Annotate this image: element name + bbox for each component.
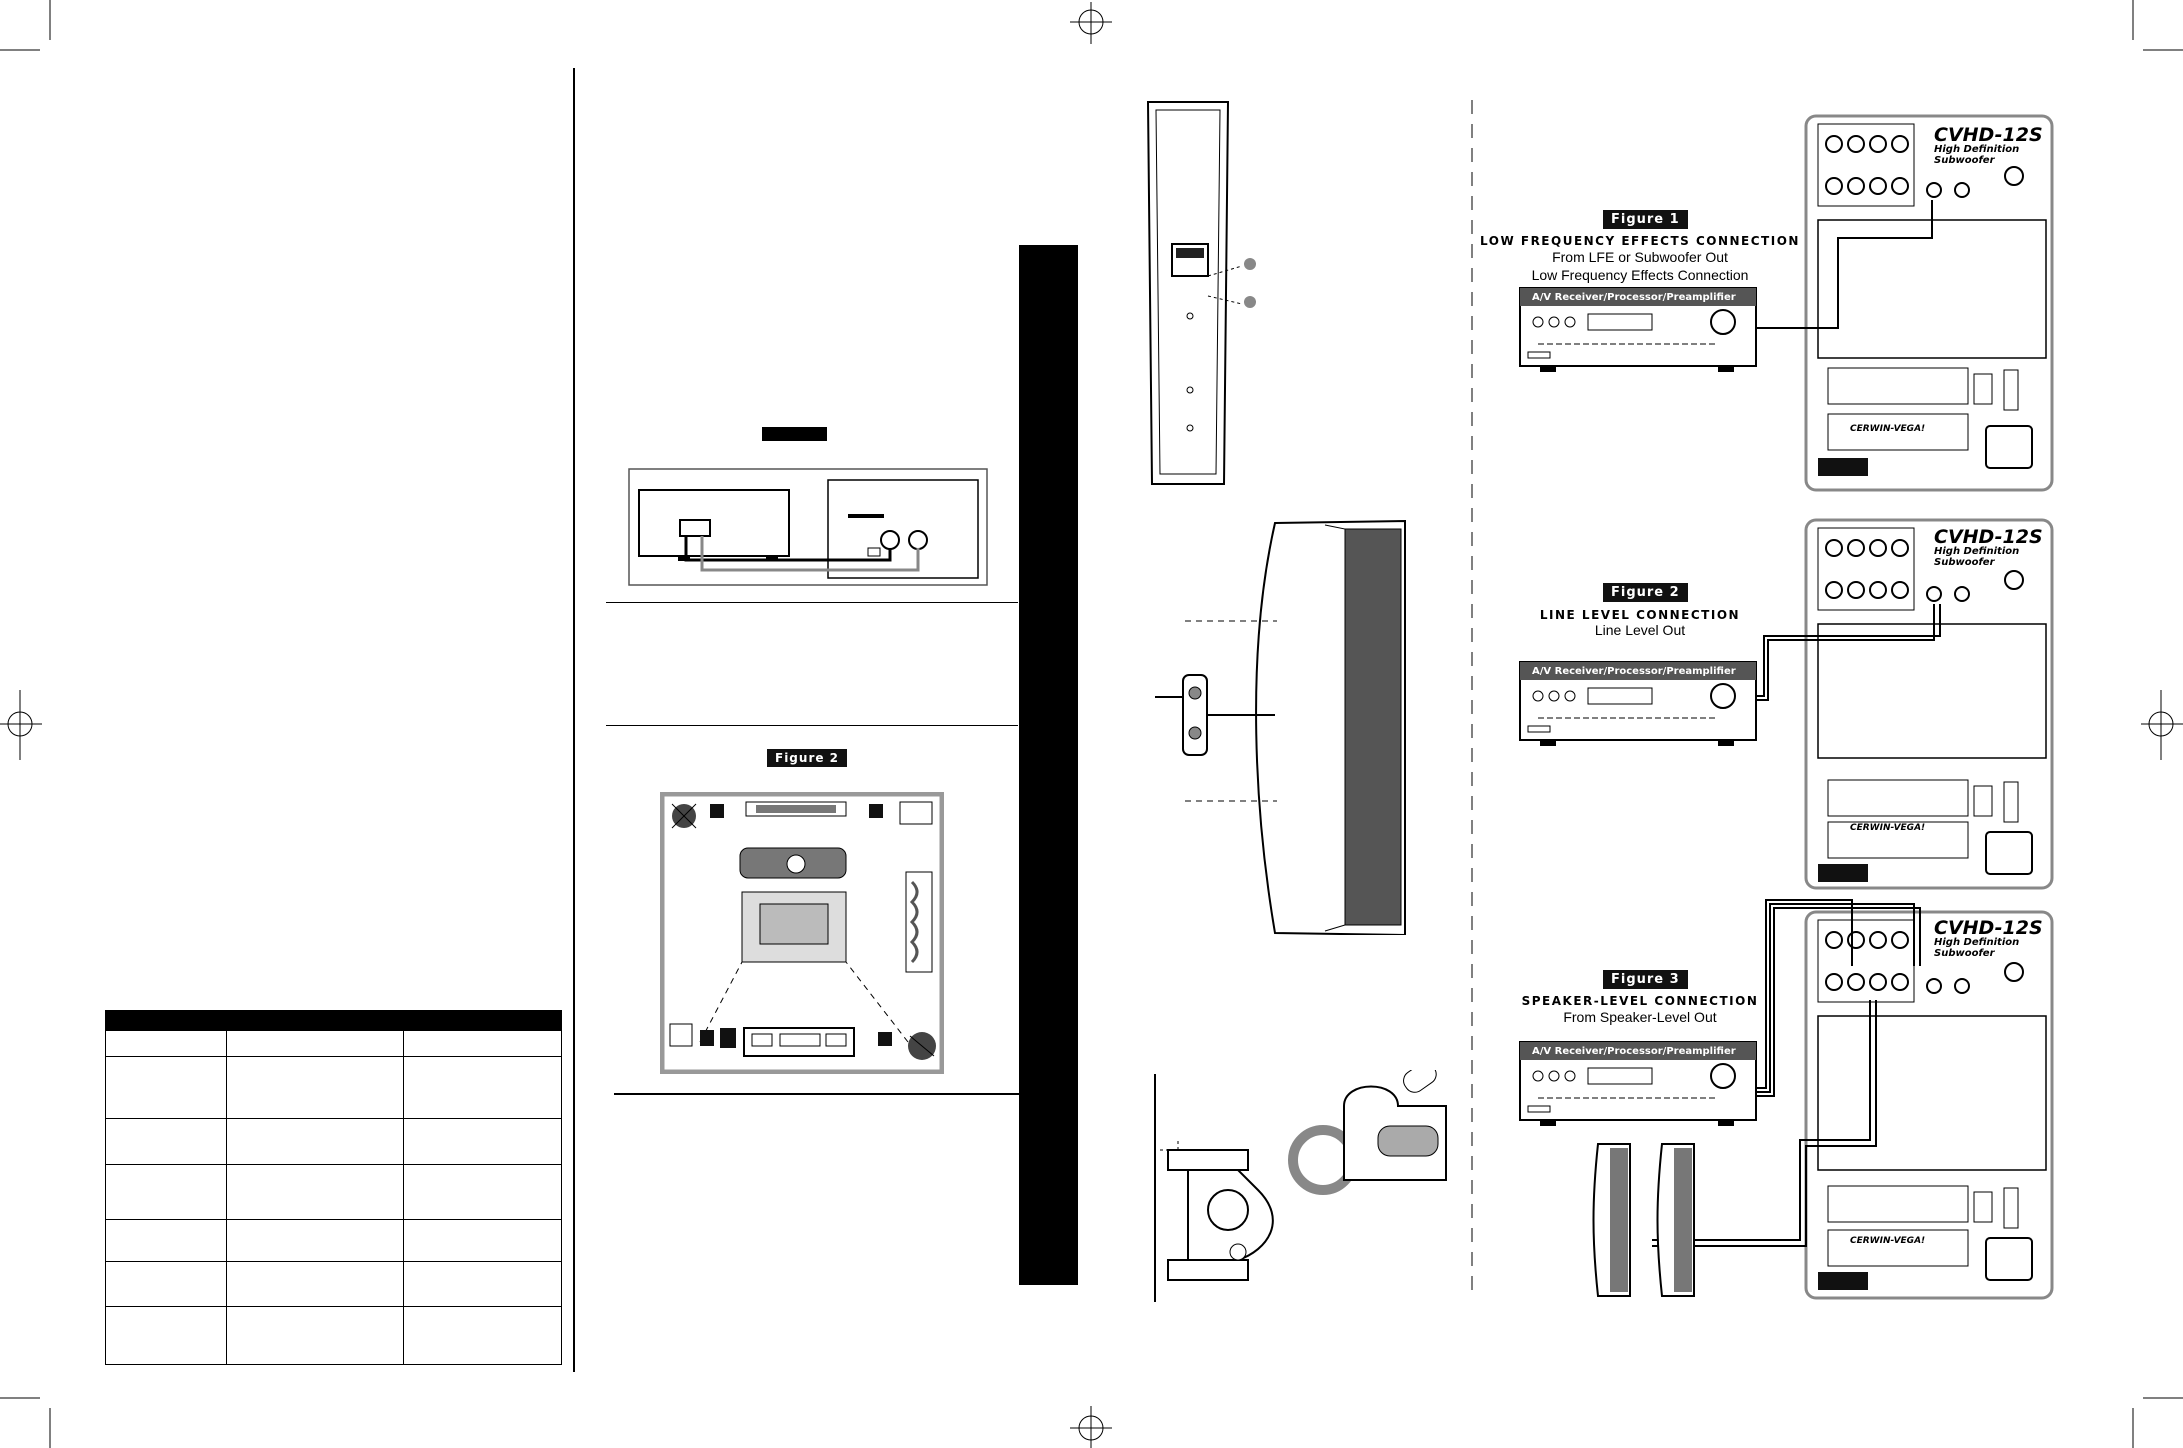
figure-subtitle: From LFE or Subwoofer Out	[1552, 249, 1728, 265]
spec-table-header-bar	[105, 1010, 562, 1030]
spec-table	[105, 1030, 562, 1365]
bracket-mount-diagram	[1154, 1070, 1447, 1302]
brand-logo: CERWIN-VEGA!	[1850, 424, 1926, 434]
receiver-label: A/V Receiver/Processor/Preamplifier	[1532, 666, 1736, 677]
subwoofer-model: CVHD-12S	[1934, 124, 2043, 146]
av-receiver-1	[1519, 287, 1757, 372]
subwoofer-subtitle: High Definition	[1934, 144, 2020, 155]
divider-line	[606, 725, 1018, 726]
figure-badge: Figure 1	[1603, 210, 1688, 229]
av-receiver-3	[1519, 1041, 1757, 1126]
receiver-label: A/V Receiver/Processor/Preamplifier	[1532, 292, 1736, 303]
subwoofer-panel-1	[1804, 114, 2054, 492]
speaker-pair	[1592, 1143, 1695, 1297]
subwoofer-subtitle: High Definition	[1934, 546, 2020, 557]
figure-badge: Figure 3	[1603, 970, 1688, 989]
divider-line	[606, 602, 1018, 603]
wiring-diagram-small	[628, 468, 988, 586]
figure-subtitle: Low Frequency Effects Connection	[1531, 267, 1749, 283]
subwoofer-subtitle: High Definition	[1934, 937, 2020, 948]
figure-subtitle: From Speaker-Level Out	[1563, 1009, 1717, 1025]
figure-heading: LOW FREQUENCY EFFECTS CONNECTION	[1480, 234, 1800, 248]
figure-subtitle: Line Level Out	[1594, 622, 1686, 638]
room-layout-diagram	[660, 792, 944, 1074]
av-receiver-2	[1519, 661, 1757, 746]
subwoofer-model: CVHD-12S	[1934, 917, 2043, 939]
black-side-bar	[1019, 245, 1078, 1285]
subwoofer-panel-2	[1804, 518, 2054, 890]
divider-line	[614, 1093, 1020, 1095]
subwoofer-model: CVHD-12S	[1934, 526, 2043, 548]
black-label-block	[762, 427, 827, 441]
figure-badge: Figure 2	[767, 749, 848, 767]
speaker-wall-mount-side-view	[1155, 519, 1406, 935]
brand-logo: CERWIN-VEGA!	[1850, 1236, 1926, 1246]
subwoofer-panel-3	[1804, 910, 2054, 1300]
receiver-label: A/V Receiver/Processor/Preamplifier	[1532, 1046, 1736, 1057]
brand-logo: CERWIN-VEGA!	[1850, 823, 1926, 833]
subwoofer-subtitle: Subwoofer	[1934, 155, 1995, 166]
subwoofer-subtitle: Subwoofer	[1934, 557, 1995, 568]
figure-heading: LINE LEVEL CONNECTION	[1539, 608, 1741, 622]
figure-heading: SPEAKER-LEVEL CONNECTION	[1521, 994, 1759, 1008]
subwoofer-subtitle: Subwoofer	[1934, 948, 1995, 959]
speaker-front-view	[1146, 101, 1256, 485]
figure-badge: Figure 2	[1603, 583, 1688, 602]
